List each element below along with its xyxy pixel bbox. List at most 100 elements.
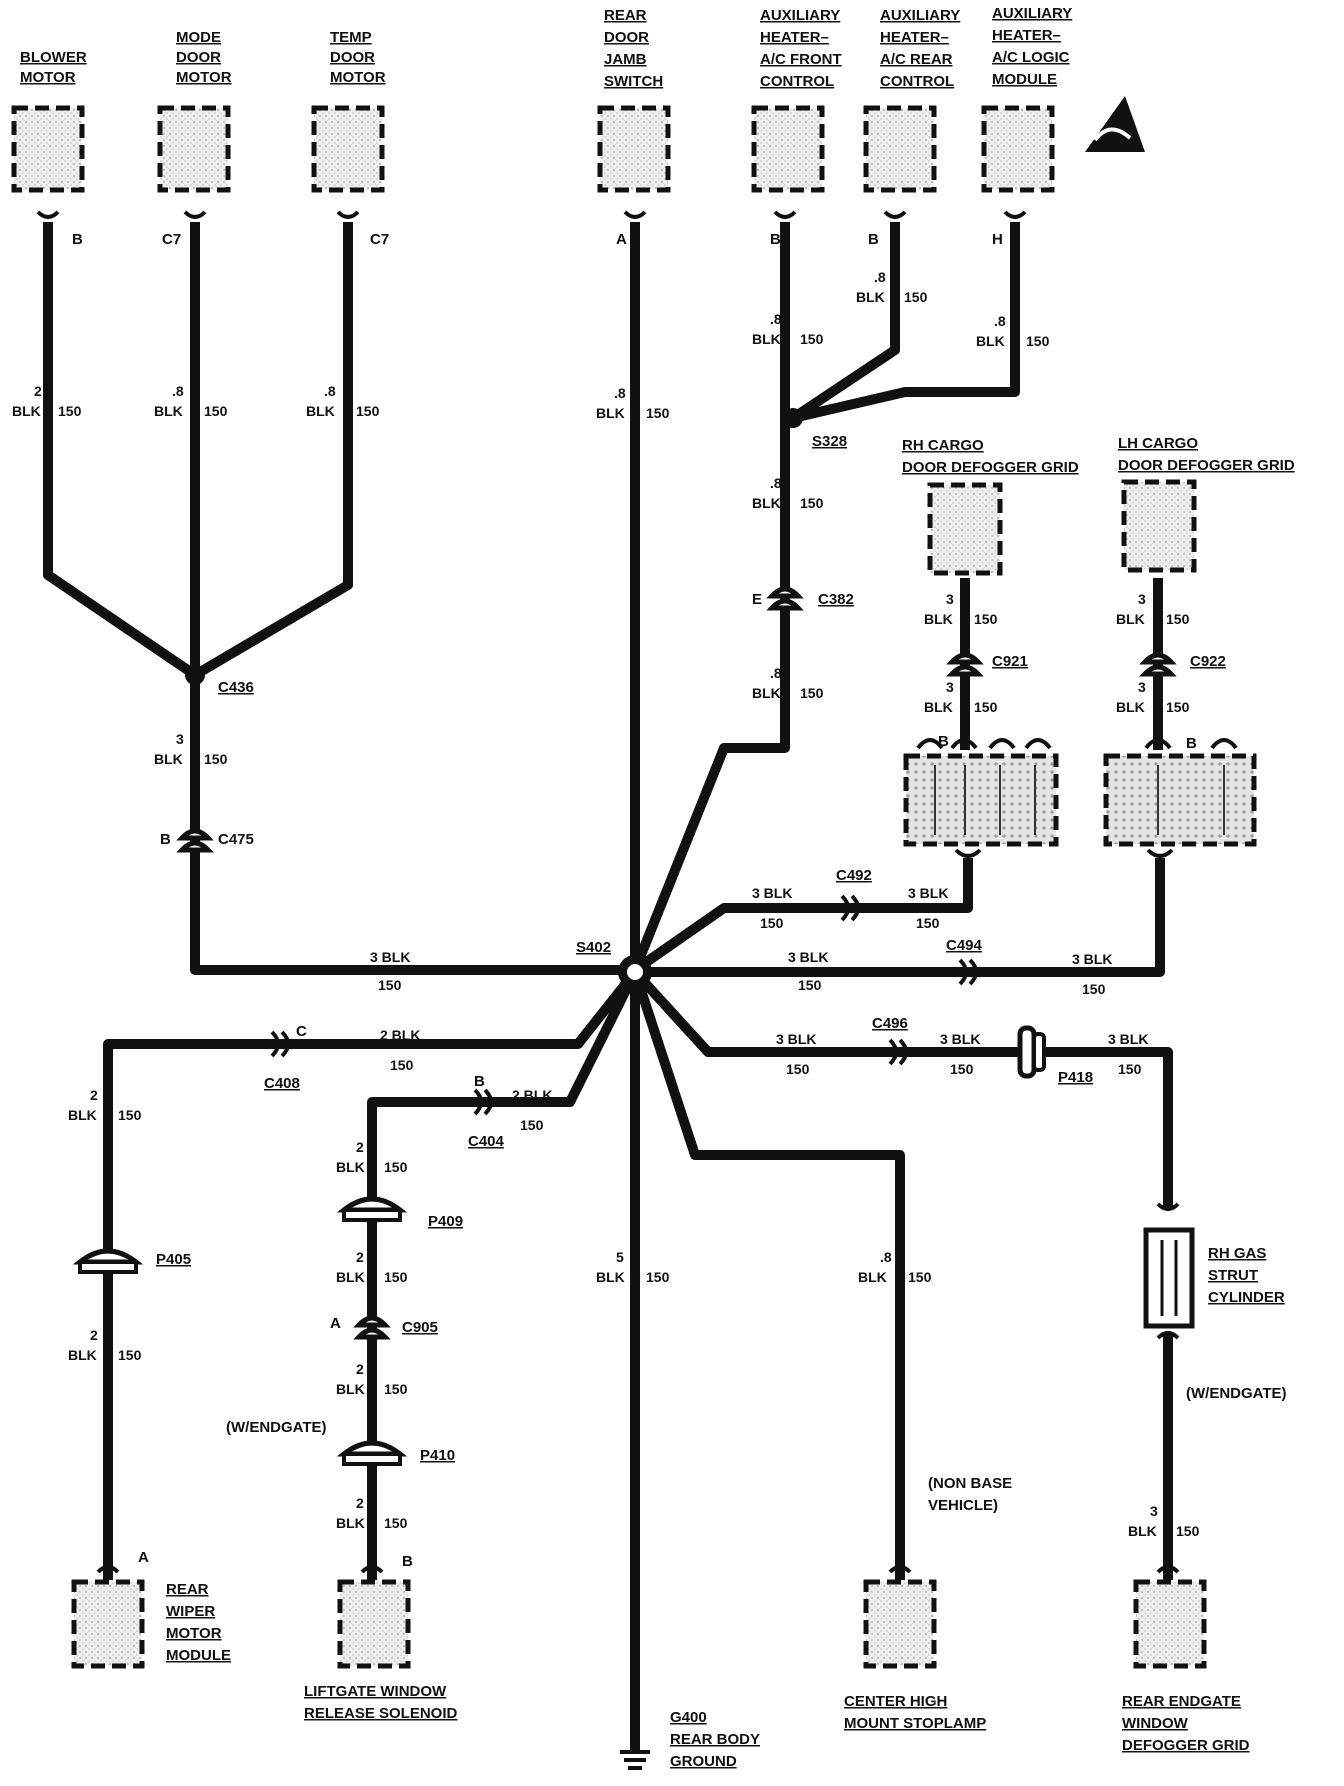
- pin-terminals: [36, 210, 1180, 1574]
- aux-rear-label-2: HEATER–: [880, 29, 949, 46]
- wire-circuit: 150: [204, 403, 228, 419]
- aux-front-label-3: A/C FRONT: [760, 51, 842, 68]
- wiper-label-4: MODULE: [166, 1647, 231, 1664]
- wires: [43, 222, 1173, 1752]
- wire-circuit: 150: [800, 331, 824, 347]
- wire-spec: 3 BLK: [776, 1031, 816, 1047]
- pin-rh-cargo: B: [938, 733, 949, 750]
- wiper-label-3: MOTOR: [166, 1625, 222, 1642]
- wire-circuit: 150: [1082, 981, 1106, 997]
- wire-circuit: 150: [378, 977, 402, 993]
- label-c494: C494: [946, 937, 983, 954]
- mode-door-motor-label-2: DOOR: [176, 49, 221, 66]
- wire-circuit: 150: [1118, 1061, 1142, 1077]
- ground-label-3: GROUND: [670, 1753, 737, 1770]
- jamb-switch-label-4: SWITCH: [604, 73, 663, 90]
- wire-circuit: 150: [908, 1269, 932, 1285]
- wire-color: BLK: [858, 1269, 887, 1285]
- wire-spec: 2 BLK: [380, 1027, 420, 1043]
- lh-cargo-label-1: LH CARGO: [1118, 435, 1198, 452]
- pass-through-p410: [336, 1440, 408, 1466]
- wire-color: BLK: [68, 1347, 97, 1363]
- rh-cargo-label-2: DOOR DEFOGGER GRID: [902, 459, 1079, 476]
- inline-connector-c404: [473, 1088, 493, 1116]
- inline-connector-c921: [946, 652, 984, 677]
- pin-wiper: A: [138, 1549, 149, 1566]
- solenoid-label-1: LIFTGATE WINDOW: [304, 1683, 447, 1700]
- label-c382: C382: [818, 591, 854, 608]
- endgate-defogger-label-3: DEFOGGER GRID: [1122, 1737, 1250, 1754]
- component-boxes: [11, 105, 1207, 1669]
- pin-jamb: A: [616, 231, 627, 248]
- note-w-endgate-right: (W/ENDGATE): [1186, 1385, 1287, 1402]
- label-s328: S328: [812, 433, 847, 450]
- blower-motor-label-2: MOTOR: [20, 69, 76, 86]
- aux-rear-label-4: CONTROL: [880, 73, 954, 90]
- rh-cargo-label-1: RH CARGO: [902, 437, 984, 454]
- ground-symbol-icon: [620, 1750, 650, 1770]
- wire-spec: 3 BLK: [908, 885, 948, 901]
- aux-logic-label-4: MODULE: [992, 71, 1057, 88]
- pin-solenoid: B: [402, 1553, 413, 1570]
- wire-circuit: 150: [1026, 333, 1050, 349]
- endgate-defogger-label-2: WINDOW: [1122, 1715, 1189, 1732]
- wire-size: 2: [356, 1249, 364, 1265]
- aux-rear-label-3: A/C REAR: [880, 51, 953, 68]
- label-c436: C436: [218, 679, 254, 696]
- wire-color: BLK: [976, 333, 1005, 349]
- splice-c436: [185, 665, 205, 685]
- wire-circuit: 150: [390, 1057, 414, 1073]
- wire-color: BLK: [306, 403, 335, 419]
- wire-color: BLK: [752, 331, 781, 347]
- wire-size: .8: [172, 383, 184, 399]
- esd-warning-icon: [1085, 96, 1145, 152]
- note-non-base-2: VEHICLE): [928, 1497, 998, 1514]
- ground-label-1: G400: [670, 1709, 707, 1726]
- pin-c905: A: [330, 1315, 341, 1332]
- pin-mode: C7: [162, 231, 181, 248]
- inline-connector-c382: [766, 586, 804, 611]
- inline-connector-c922: [1139, 652, 1177, 677]
- label-p409: P409: [428, 1213, 463, 1230]
- chmsl-label-2: MOUNT STOPLAMP: [844, 1715, 986, 1732]
- label-s402: S402: [576, 939, 611, 956]
- pin-labels: B C7 C7 A B B H E B C B B B A A B: [72, 231, 1197, 1570]
- note-w-endgate-left: (W/ENDGATE): [226, 1419, 327, 1436]
- jamb-switch-label-3: JAMB: [604, 51, 647, 68]
- wire-circuit: 150: [916, 915, 940, 931]
- wire-circuit: 150: [974, 699, 998, 715]
- wiper-label-1: REAR: [166, 1581, 209, 1598]
- temp-door-motor-label-2: DOOR: [330, 49, 375, 66]
- wire-circuit: 150: [800, 685, 824, 701]
- pass-through-p409: [336, 1196, 408, 1222]
- temp-door-motor-label-3: MOTOR: [330, 69, 386, 86]
- aux-front-label-4: CONTROL: [760, 73, 834, 90]
- wire-circuit: 150: [384, 1515, 408, 1531]
- wire-color: BLK: [154, 751, 183, 767]
- label-c408: C408: [264, 1075, 300, 1092]
- inline-connector-c494: [958, 958, 978, 986]
- label-c496: C496: [872, 1015, 908, 1032]
- wire-size: 2: [356, 1495, 364, 1511]
- jamb-switch-label-1: REAR: [604, 7, 647, 24]
- aux-front-label-1: AUXILIARY: [760, 7, 840, 24]
- wire-color: BLK: [336, 1269, 365, 1285]
- wire-size: .8: [770, 311, 782, 327]
- rh-cargo-defogger-grid-block: [903, 738, 1059, 858]
- wire-circuit: 150: [646, 1269, 670, 1285]
- wire-circuit: 150: [904, 289, 928, 305]
- endgate-defogger-label-1: REAR ENDGATE: [1122, 1693, 1241, 1710]
- temp-door-motor-label-1: TEMP: [330, 29, 372, 46]
- wire-color: BLK: [68, 1107, 97, 1123]
- wire-size: 2: [90, 1327, 98, 1343]
- wire-size: .8: [770, 475, 782, 491]
- pin-blower: B: [72, 231, 83, 248]
- wire-color: BLK: [856, 289, 885, 305]
- wire-circuit: 150: [1166, 611, 1190, 627]
- inline-connector-c475: [176, 828, 214, 853]
- label-p418: P418: [1058, 1069, 1093, 1086]
- pass-through-p405: [72, 1248, 144, 1274]
- label-p410: P410: [420, 1447, 455, 1464]
- label-p405: P405: [156, 1251, 191, 1268]
